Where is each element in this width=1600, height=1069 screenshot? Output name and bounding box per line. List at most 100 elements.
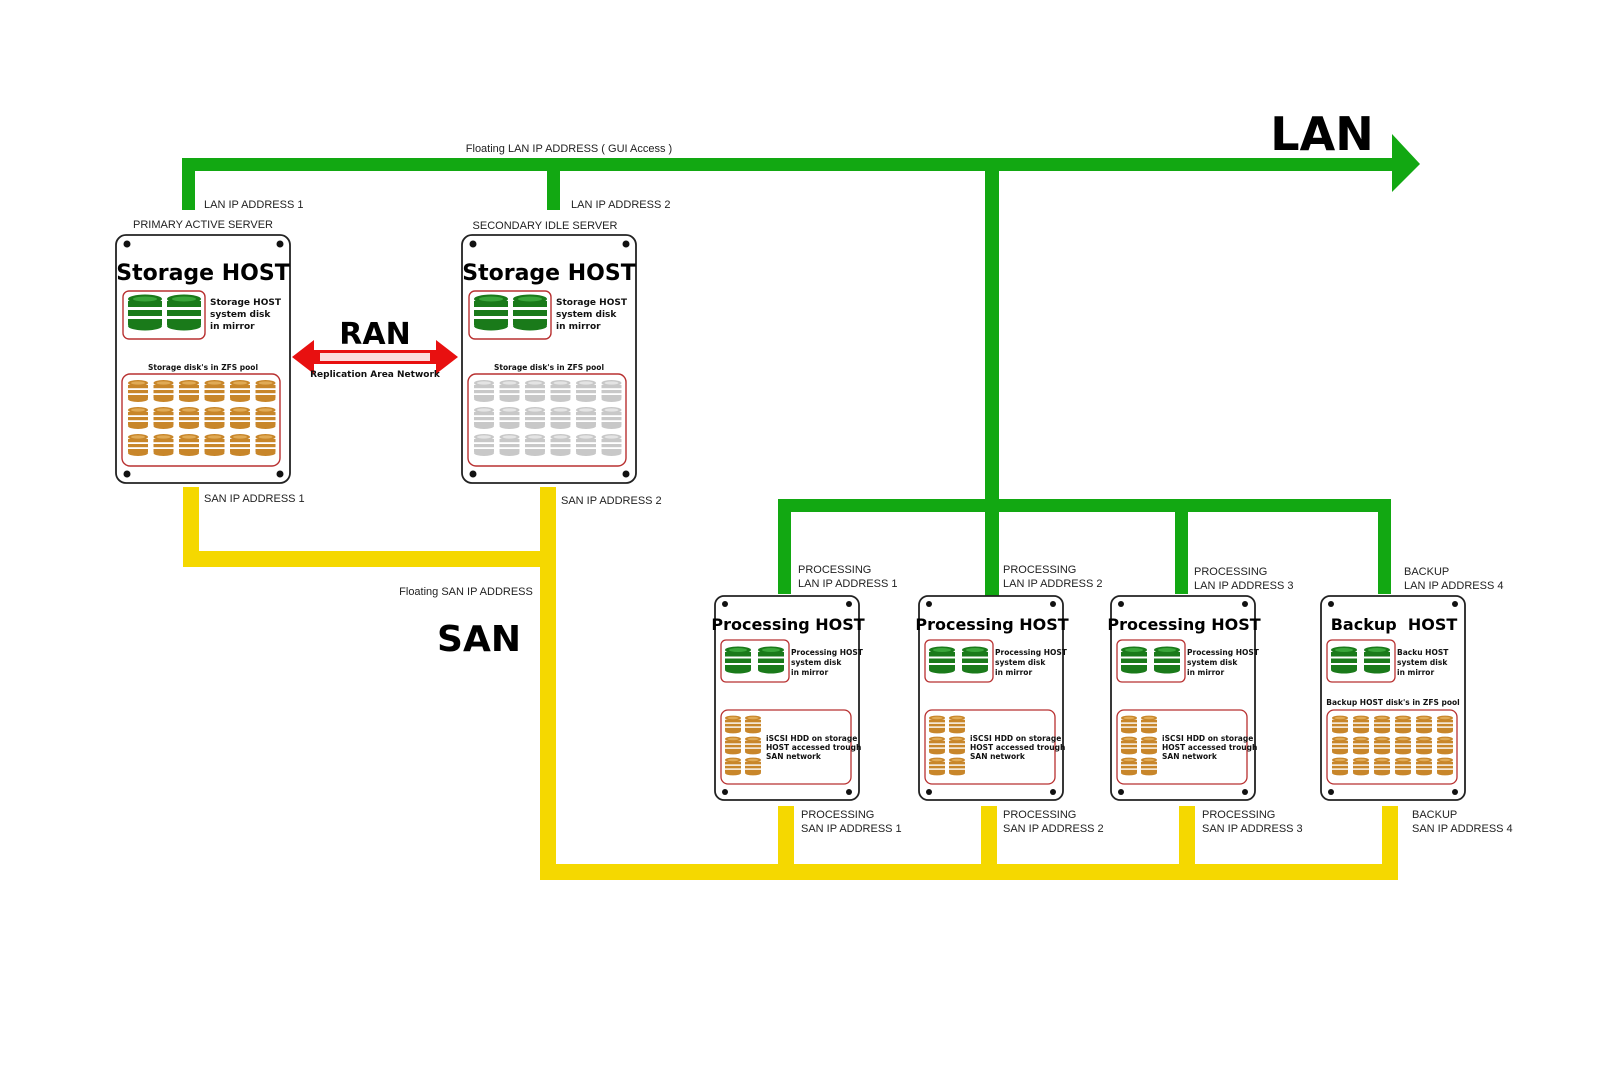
system-disk-icon bbox=[758, 646, 784, 674]
pool-disk-icon bbox=[230, 407, 250, 429]
pool-disk-icon bbox=[601, 380, 622, 402]
secondary-title: Storage HOST bbox=[462, 261, 635, 286]
system-disk-icon bbox=[474, 294, 508, 331]
processing-sys-line3: in mirror bbox=[995, 668, 1032, 677]
processing-iscsi-line1: iSCSI HDD on storage bbox=[766, 734, 857, 743]
system-disk-icon bbox=[513, 294, 547, 331]
backup-lan-ip-line1: BACKUP bbox=[1404, 566, 1449, 578]
processing-iscsi-line1: iSCSI HDD on storage bbox=[970, 734, 1061, 743]
ran-link: RAN Replication Area Network bbox=[292, 317, 458, 380]
pool-disk-icon bbox=[1416, 757, 1432, 776]
san-label: SAN bbox=[437, 619, 521, 660]
processing-lan-ip-line2: LAN IP ADDRESS 1 bbox=[798, 578, 897, 590]
system-disk-icon bbox=[725, 646, 751, 674]
secondary-role-label: SECONDARY IDLE SERVER bbox=[473, 220, 618, 232]
processing-san-ip-line2: SAN IP ADDRESS 3 bbox=[1202, 823, 1303, 835]
pool-disk-icon bbox=[1332, 757, 1348, 776]
primary-role-label: PRIMARY ACTIVE SERVER bbox=[133, 219, 273, 231]
pool-disk-icon bbox=[230, 380, 250, 402]
backup-san-ip-line2: SAN IP ADDRESS 4 bbox=[1412, 823, 1513, 835]
pool-disk-icon bbox=[725, 736, 741, 755]
primary-san-ip: SAN IP ADDRESS 1 bbox=[204, 493, 305, 505]
processing-host-1: PROCESSING LAN IP ADDRESS 1 Processing H… bbox=[711, 564, 901, 835]
pool-disk-icon bbox=[499, 380, 520, 402]
system-disk-icon bbox=[128, 294, 162, 331]
pool-disk-icon bbox=[1416, 715, 1432, 734]
backup-sys-line2: system disk bbox=[1397, 658, 1448, 667]
pool-disk-icon bbox=[1141, 715, 1157, 734]
secondary-san-ip: SAN IP ADDRESS 2 bbox=[561, 495, 662, 507]
pool-disk-icon bbox=[1395, 715, 1411, 734]
pool-disk-icon bbox=[929, 736, 945, 755]
pool-disk-icon bbox=[550, 407, 571, 429]
pool-disk-icon bbox=[601, 434, 622, 456]
pool-disk-icon bbox=[949, 736, 965, 755]
pool-disk-icon bbox=[255, 380, 276, 402]
primary-lan-ip: LAN IP ADDRESS 1 bbox=[204, 199, 303, 211]
pool-disk-icon bbox=[1332, 736, 1348, 755]
processing-san-ip-line1: PROCESSING bbox=[1202, 809, 1275, 821]
pool-disk-icon bbox=[1121, 736, 1137, 755]
processing-san-ip-line1: PROCESSING bbox=[1003, 809, 1076, 821]
pool-disk-icon bbox=[499, 407, 520, 429]
secondary-sys-line2: system disk bbox=[556, 310, 617, 320]
processing-sys-line1: Processing HOST bbox=[791, 648, 864, 657]
pool-disk-icon bbox=[255, 407, 276, 429]
pool-disk-icon bbox=[1353, 757, 1369, 776]
backup-pool-label: Backup HOST disk's in ZFS pool bbox=[1326, 698, 1459, 707]
pool-disk-icon bbox=[725, 757, 741, 776]
processing-sys-line3: in mirror bbox=[1187, 668, 1224, 677]
pool-disk-icon bbox=[153, 380, 174, 402]
system-disk-icon bbox=[1331, 646, 1357, 674]
pool-disk-icon bbox=[929, 715, 945, 734]
secondary-server: LAN IP ADDRESS 2 SECONDARY IDLE SERVER S… bbox=[461, 199, 670, 507]
backup-host: BACKUP LAN IP ADDRESS 4 Backup HOST Back… bbox=[1320, 566, 1513, 835]
pool-disk-icon bbox=[1374, 715, 1390, 734]
system-disk-icon bbox=[929, 646, 955, 674]
pool-disk-icon bbox=[204, 434, 225, 456]
pool-disk-icon bbox=[255, 434, 276, 456]
pool-disk-icon bbox=[576, 407, 596, 429]
pool-disk-icon bbox=[128, 434, 148, 456]
processing-iscsi-line2: HOST accessed trough bbox=[1162, 743, 1257, 752]
pool-disk-icon bbox=[1437, 757, 1453, 776]
pool-disk-icon bbox=[1121, 757, 1137, 776]
pool-disk-icon bbox=[1416, 736, 1432, 755]
processing-sys-line2: system disk bbox=[995, 658, 1046, 667]
processing-iscsi-line3: SAN network bbox=[970, 752, 1026, 761]
system-disk-icon bbox=[1121, 646, 1147, 674]
pool-disk-icon bbox=[179, 407, 199, 429]
pool-disk-icon bbox=[550, 434, 571, 456]
processing-host-2: PROCESSING LAN IP ADDRESS 2 Processing H… bbox=[915, 564, 1103, 835]
pool-disk-icon bbox=[153, 434, 174, 456]
processing-sys-line1: Processing HOST bbox=[995, 648, 1068, 657]
pool-disk-icon bbox=[1374, 736, 1390, 755]
pool-disk-icon bbox=[550, 380, 571, 402]
san-network bbox=[183, 487, 1398, 880]
processing-iscsi-line2: HOST accessed trough bbox=[970, 743, 1065, 752]
pool-disk-icon bbox=[525, 407, 545, 429]
secondary-pool-label: Storage disk's in ZFS pool bbox=[494, 363, 604, 372]
pool-disk-icon bbox=[204, 407, 225, 429]
pool-disk-icon bbox=[725, 715, 741, 734]
primary-sys-line3: in mirror bbox=[210, 322, 255, 332]
processing-iscsi-line3: SAN network bbox=[766, 752, 822, 761]
ran-sublabel: Replication Area Network bbox=[310, 370, 441, 380]
primary-sys-line2: system disk bbox=[210, 310, 271, 320]
processing-iscsi-line3: SAN network bbox=[1162, 752, 1218, 761]
pool-disk-icon bbox=[1332, 715, 1348, 734]
pool-disk-icon bbox=[1141, 757, 1157, 776]
processing-san-ip-line1: PROCESSING bbox=[801, 809, 874, 821]
processing-title: Processing HOST bbox=[1107, 615, 1260, 634]
secondary-sys-line3: in mirror bbox=[556, 322, 601, 332]
processing-title: Processing HOST bbox=[711, 615, 864, 634]
processing-iscsi-line1: iSCSI HDD on storage bbox=[1162, 734, 1253, 743]
pool-disk-icon bbox=[1437, 715, 1453, 734]
pool-disk-icon bbox=[929, 757, 945, 776]
lan-label: LAN bbox=[1270, 107, 1373, 161]
processing-lan-ip-line1: PROCESSING bbox=[1194, 566, 1267, 578]
pool-disk-icon bbox=[153, 407, 174, 429]
pool-disk-icon bbox=[525, 434, 545, 456]
pool-disk-icon bbox=[576, 434, 596, 456]
